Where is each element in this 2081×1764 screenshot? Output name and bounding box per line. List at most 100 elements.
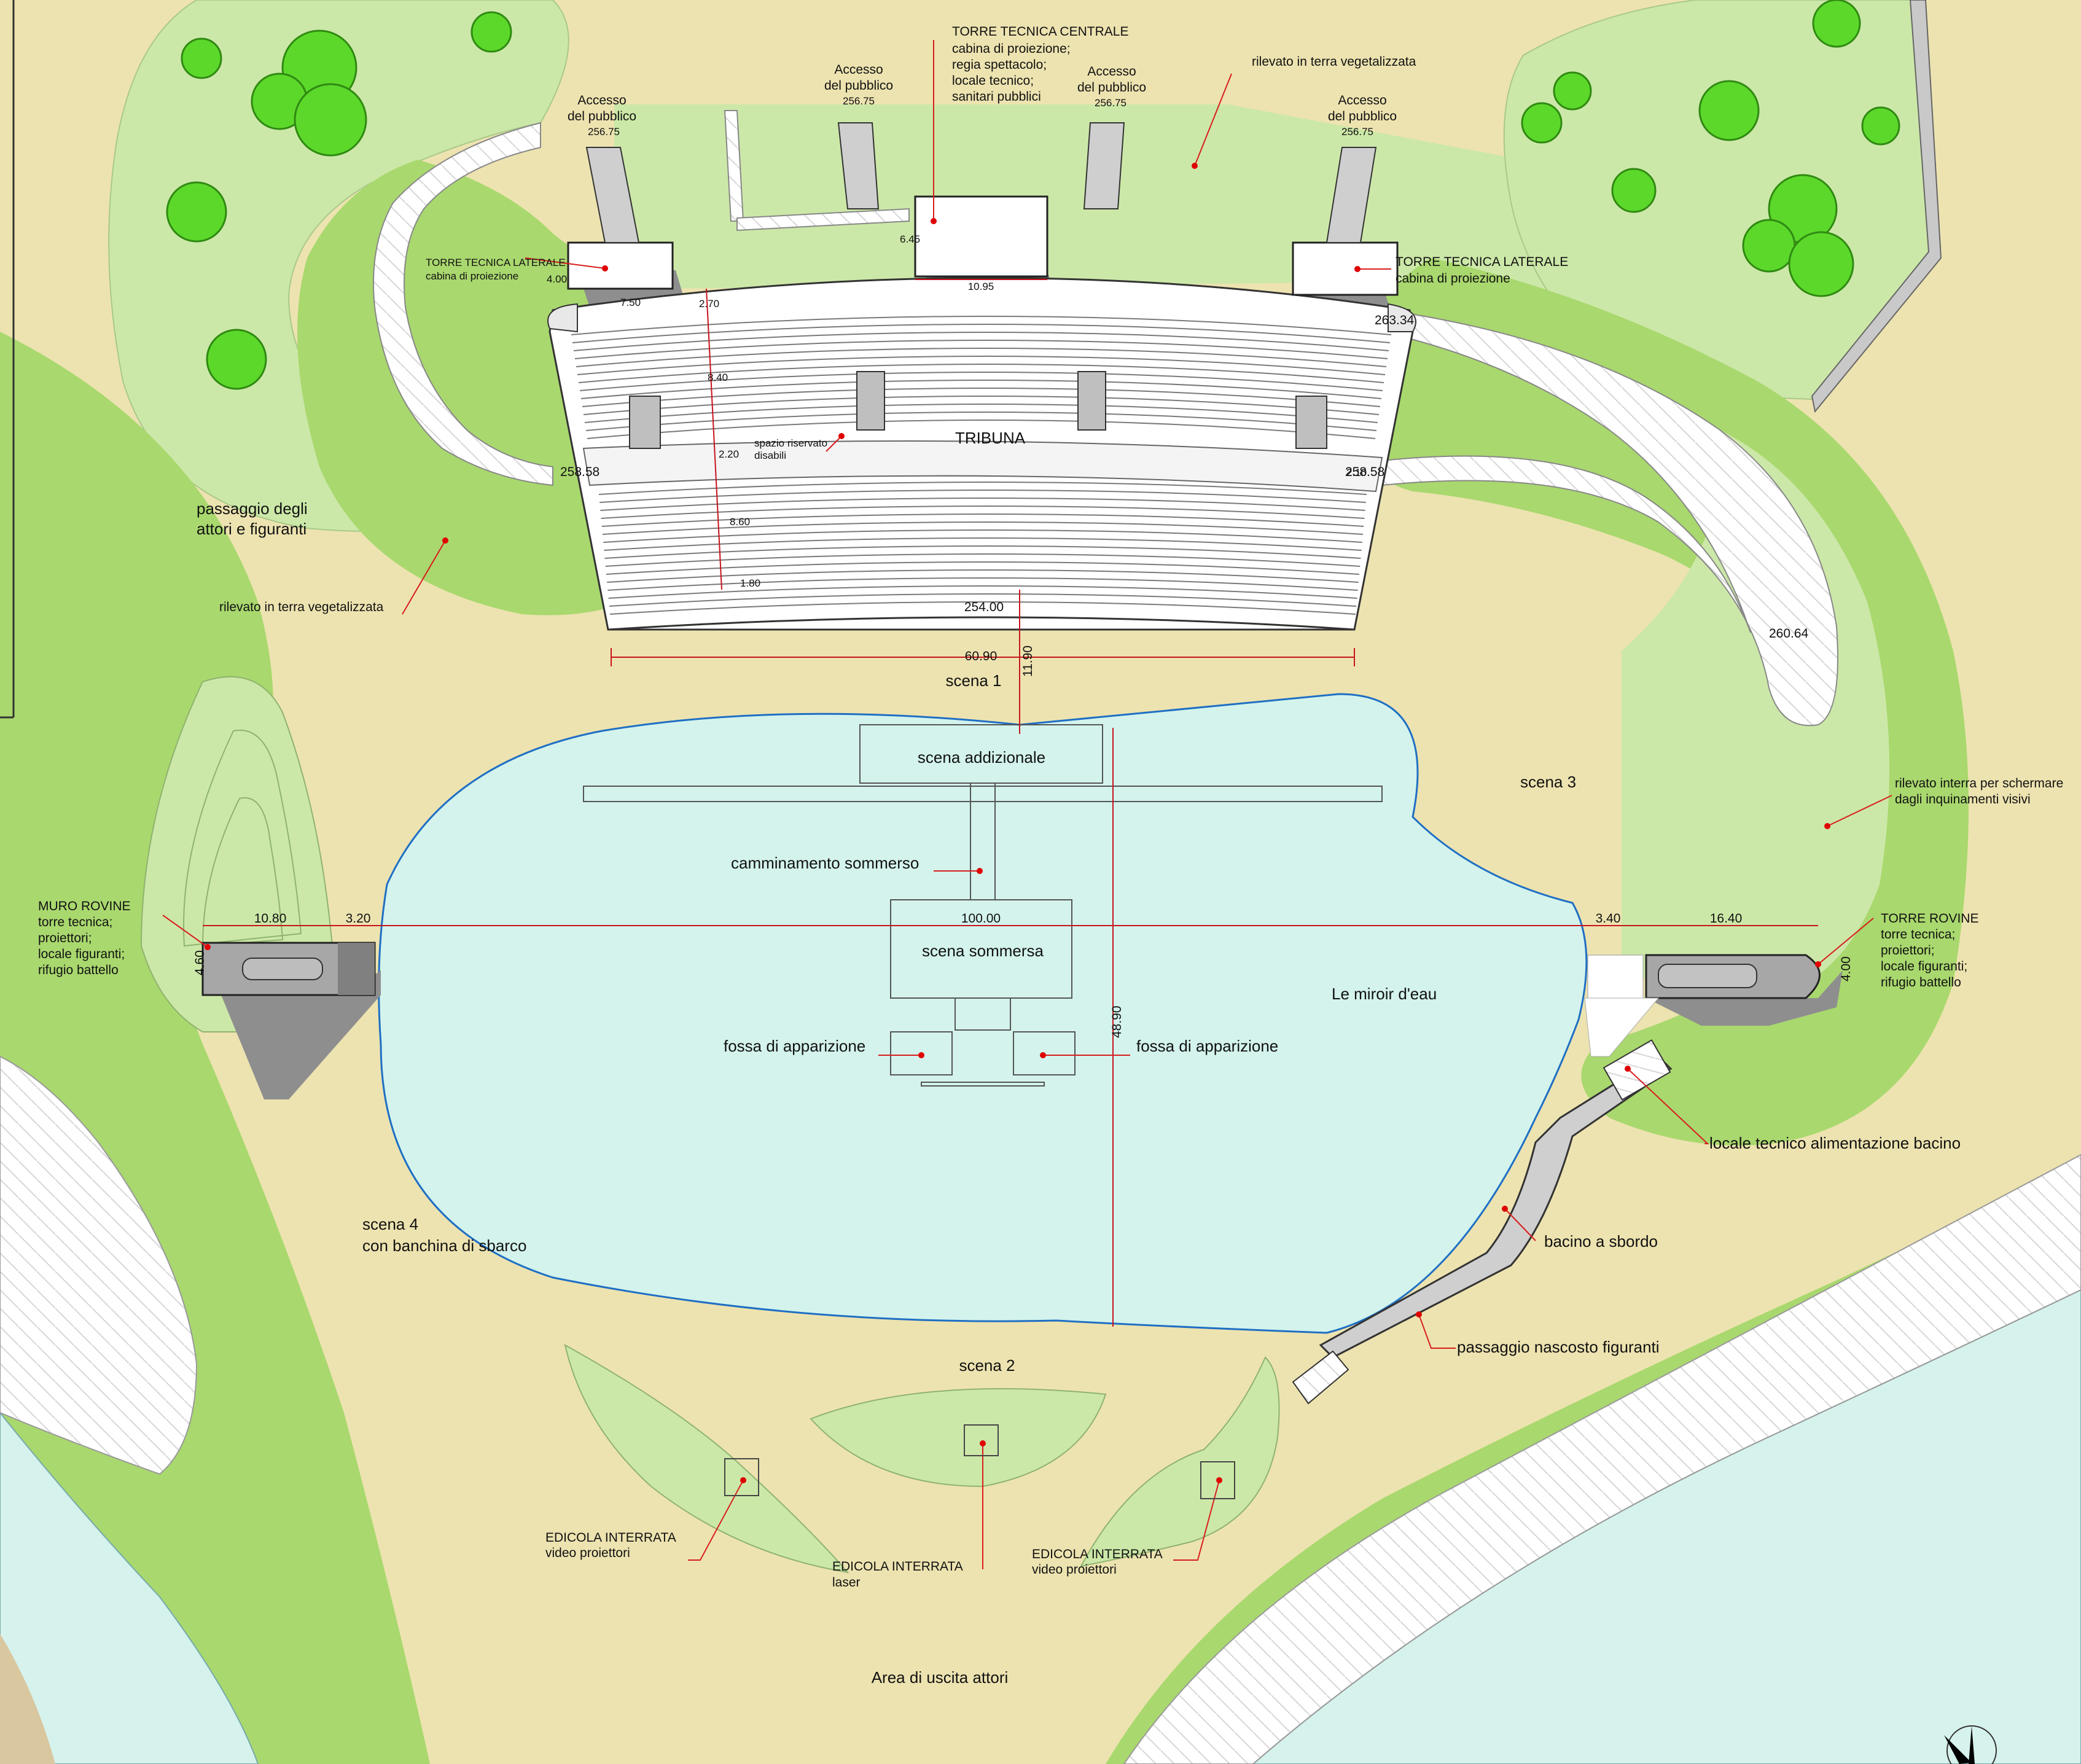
label-edicola-right-sub: video proiettori bbox=[1032, 1563, 1117, 1577]
tree-icon bbox=[1742, 219, 1796, 273]
dot-fossa-right bbox=[1040, 1052, 1046, 1058]
tribuna-step bbox=[609, 593, 1357, 607]
leaders bbox=[162, 40, 1892, 1569]
dimension-texts: 10.95 6.45 7.50 4.00 2.70 8.40 2.20 8.60… bbox=[193, 233, 1853, 1038]
label-scena1: scena 1 bbox=[945, 671, 1001, 690]
tribuna-step bbox=[579, 372, 1383, 391]
dim-60-90 bbox=[611, 648, 1355, 666]
leader-bacino bbox=[1504, 1208, 1536, 1241]
tree-icon bbox=[181, 37, 222, 79]
torre-rovine-boat bbox=[1658, 964, 1757, 988]
label-fossa-left: fossa di apparizione bbox=[724, 1037, 865, 1055]
tree-icon bbox=[470, 11, 512, 53]
tribuna-step bbox=[574, 340, 1388, 359]
label-torre-lat-left-sub: cabina di proiezione bbox=[426, 270, 518, 282]
tribuna-step bbox=[608, 585, 1357, 599]
dim-text-6-45: 6.45 bbox=[900, 233, 920, 245]
tribuna-step bbox=[603, 529, 1362, 543]
label-torre-centrale-l3: locale tecnico; bbox=[952, 74, 1034, 88]
tribuna-step bbox=[573, 332, 1389, 351]
dim-text-2-10: 2.10 bbox=[1346, 467, 1367, 478]
label-muro-l2: proiettori; bbox=[38, 931, 92, 945]
road-left bbox=[0, 1055, 198, 1475]
tribuna-step bbox=[580, 380, 1382, 399]
leader-edicola-right bbox=[1173, 1480, 1220, 1561]
top-right-road bbox=[1811, 0, 1942, 413]
label-spazio-l2: disabili bbox=[754, 450, 786, 461]
elev-260-64: 260.64 bbox=[1769, 626, 1809, 641]
dot-torre-rov bbox=[1815, 961, 1821, 967]
label-scena4-l1: scena 4 bbox=[362, 1215, 418, 1233]
fossa-left-box bbox=[890, 1031, 953, 1075]
label-passaggio-nascosto: passaggio nascosto figuranti bbox=[1457, 1338, 1660, 1356]
dot-edicola-left bbox=[740, 1477, 746, 1483]
label-rilevato-top: rilevato in terra vegetalizzata bbox=[1252, 55, 1416, 69]
vomitorium-4 bbox=[1295, 396, 1327, 449]
path-left-curve bbox=[373, 122, 553, 486]
path-right-curve bbox=[1381, 312, 1838, 727]
river-left-bank bbox=[0, 1634, 55, 1764]
tribuna-step bbox=[604, 545, 1361, 559]
dim-text-11-90: 11.90 bbox=[1021, 646, 1035, 677]
label-tribuna: TRIBUNA bbox=[955, 429, 1026, 447]
dim-text-3-40: 3.40 bbox=[1596, 911, 1621, 926]
label-accesso-4: Accesso bbox=[1338, 93, 1386, 107]
label-muro-l4: rifugio battello bbox=[38, 963, 119, 977]
label-torre-lat-left-title: TORRE TECNICA LATERALE bbox=[426, 257, 566, 268]
label-torre-rov-title: TORRE ROVINE bbox=[1881, 911, 1978, 926]
label-edicola-left-title: EDICOLA INTERRATA bbox=[545, 1531, 676, 1545]
dot-edicola-mid bbox=[980, 1440, 986, 1446]
label-passaggio-l1: passaggio degli bbox=[197, 499, 308, 518]
dot-camminamento bbox=[977, 868, 983, 874]
muro-boat bbox=[242, 958, 323, 980]
edicola-left-box bbox=[724, 1458, 759, 1496]
submerged-bar bbox=[583, 786, 1383, 802]
dot-rilevato-left bbox=[442, 537, 448, 544]
label-edicola-mid-title: EDICOLA INTERRATA bbox=[832, 1559, 963, 1574]
label-torre-centrale-l1: cabina di proiezione; bbox=[952, 42, 1071, 56]
tree-icon bbox=[206, 329, 267, 390]
label-scena2: scena 2 bbox=[959, 1356, 1015, 1375]
label-miroir: Le miroir d'eau bbox=[1332, 985, 1437, 1003]
label-torre-centrale-l4: sanitari pubblici bbox=[952, 90, 1041, 104]
leader-torre-lat-left bbox=[525, 257, 606, 269]
lawn-bottom-center-island bbox=[810, 1388, 1107, 1488]
torre-laterale-left bbox=[567, 241, 674, 290]
dim-text-10-95: 10.95 bbox=[968, 281, 994, 292]
tree-icon bbox=[166, 181, 227, 243]
torre-rovine bbox=[1584, 954, 1843, 1057]
river-left bbox=[0, 1411, 259, 1764]
dot-rilevato-top bbox=[1192, 163, 1198, 169]
tribuna-left-cap bbox=[547, 303, 578, 333]
dot-spazio bbox=[838, 433, 845, 439]
dot-rilevato-right bbox=[1824, 823, 1830, 829]
tribuna-crossaisle bbox=[582, 440, 1383, 493]
leader-spazio bbox=[826, 435, 842, 452]
tree-icon bbox=[294, 83, 367, 157]
label-accesso-4b: del pubblico bbox=[1328, 109, 1397, 123]
scena-addizionale-platform bbox=[859, 724, 1103, 784]
edicola-mid-box bbox=[964, 1424, 999, 1456]
label-accesso-3-elev: 256.75 bbox=[1095, 97, 1126, 109]
leader-muro bbox=[162, 915, 208, 948]
lawn-bottom-right-island bbox=[1080, 1356, 1280, 1567]
lawn-left-mound-contour-1 bbox=[183, 729, 302, 947]
dot-fossa-left bbox=[918, 1052, 924, 1058]
label-torre-rov-l3: locale figuranti; bbox=[1881, 959, 1967, 974]
dim-text-8-40: 8.40 bbox=[708, 372, 728, 383]
tribuna-step bbox=[577, 356, 1386, 375]
path-top-center-lane bbox=[736, 208, 910, 232]
label-accesso-1-elev: 256.75 bbox=[588, 126, 620, 138]
label-edicola-right-title: EDICOLA INTERRATA bbox=[1032, 1547, 1163, 1561]
label-rilevato-right-l1: rilevato interra per schermare bbox=[1895, 776, 2063, 790]
dim-text-3-20: 3.20 bbox=[346, 911, 371, 926]
elev-258-58-right: 258.58 bbox=[1345, 465, 1384, 479]
torre-centrale bbox=[914, 195, 1048, 278]
dot-locale bbox=[1625, 1066, 1631, 1072]
stairs-bottom bbox=[1292, 1350, 1349, 1405]
north-arrow-icon bbox=[1944, 1725, 1997, 1764]
annotations: TORRE TECNICA CENTRALE cabina di proiezi… bbox=[38, 25, 2063, 1687]
tribuna-step bbox=[576, 348, 1387, 367]
label-camminamento: camminamento sommerso bbox=[731, 854, 919, 872]
dimension-lines bbox=[203, 279, 1818, 1327]
